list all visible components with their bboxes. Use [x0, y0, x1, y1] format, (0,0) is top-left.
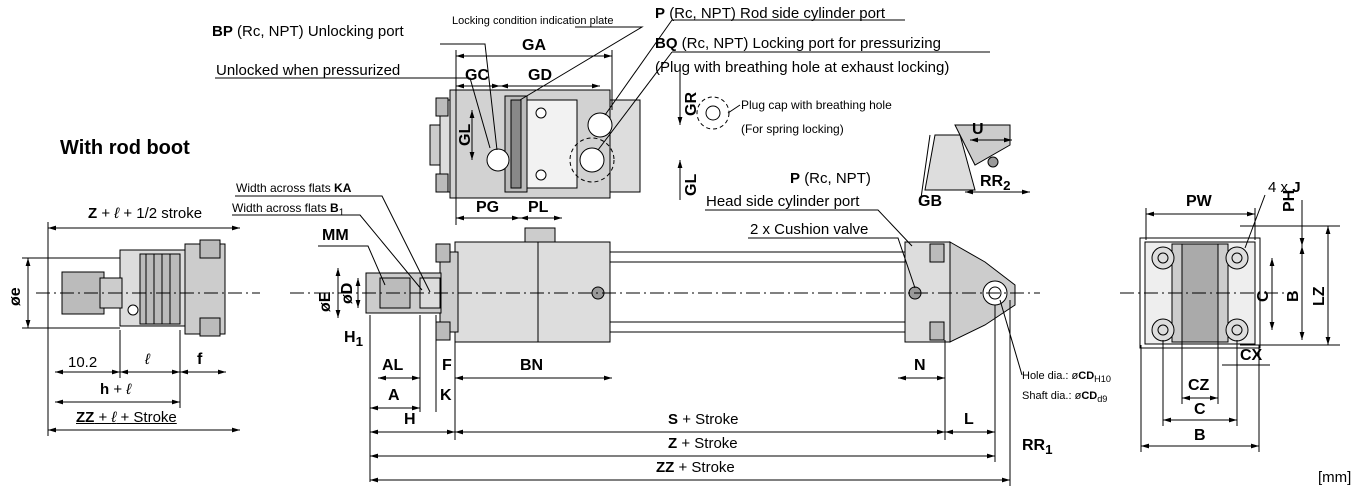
- dim-cz: CZ: [1188, 377, 1210, 394]
- unit-label: [mm]: [1318, 469, 1352, 486]
- shaft-dia-callout: Shaft dia.: øCDd9: [1022, 390, 1108, 405]
- dim-z-stroke: Z + Stroke: [668, 435, 738, 452]
- dim-pl: PL: [528, 199, 549, 216]
- dim-10-2: 10.2: [68, 354, 98, 371]
- cylinder-front-body: [454, 241, 611, 343]
- dim-b-horiz: B: [1194, 427, 1206, 444]
- unlocked-callout: Unlocked when pressurized: [216, 62, 401, 79]
- dim-ell: ℓ: [145, 351, 150, 368]
- dim-h1: H1: [344, 329, 363, 350]
- dim-gr: GR: [683, 92, 700, 116]
- dim-l: L: [964, 411, 974, 428]
- dim-boot-z: Z + ℓ + 1/2 stroke: [88, 205, 203, 222]
- dim-cx: CX: [1240, 347, 1263, 364]
- bp-callout: BP (Rc, NPT) Unlocking port: [212, 23, 404, 40]
- dim-oe: øe: [7, 287, 24, 306]
- plug-breathing-callout: (Plug with breathing hole at exhaust loc…: [655, 59, 950, 76]
- locking-plate-callout: Locking condition indication plate: [452, 15, 614, 27]
- dim-gd: GD: [528, 67, 552, 84]
- dim-gc: GC: [465, 67, 489, 84]
- dim-pw: PW: [1186, 193, 1212, 210]
- dim-u: U: [972, 121, 984, 138]
- ka-callout: Width across flats KA: [236, 181, 352, 195]
- cushion-valve-callout: 2 x Cushion valve: [750, 221, 869, 238]
- dim-ph: PH: [1281, 189, 1298, 212]
- dim-boot-zz: ZZ + ℓ + Stroke: [76, 409, 177, 426]
- rod-port-callout: P (Rc, NPT) Rod side cylinder port: [655, 5, 886, 22]
- b1-callout: Width across flats B1: [232, 201, 345, 219]
- dim-h: H: [404, 411, 416, 428]
- dim-pg: PG: [476, 199, 500, 216]
- dim-a: A: [388, 387, 400, 404]
- dim-od: øD: [339, 282, 356, 304]
- spring-locking-callout: (For spring locking): [741, 122, 844, 136]
- section-title: With rod boot: [60, 137, 190, 159]
- dim-mm: MM: [322, 227, 349, 244]
- head-port-code: P (Rc, NPT): [790, 170, 871, 187]
- bq-callout: BQ (Rc, NPT) Locking port for pressurizi…: [655, 35, 941, 52]
- dim-s-stroke: S + Stroke: [668, 411, 739, 428]
- dim-rr2: RR2: [980, 173, 1011, 194]
- dim-lz: LZ: [1311, 286, 1328, 306]
- dim-gl-2: GL: [683, 173, 700, 196]
- hole-dia-callout: Hole dia.: øCDH10: [1022, 370, 1111, 385]
- dim-n: N: [914, 357, 926, 374]
- dim-al: AL: [382, 357, 404, 374]
- dim-b-vert: B: [1285, 290, 1302, 302]
- dim-rr1: RR1: [1022, 437, 1053, 458]
- dim-oe-main: øE: [317, 291, 334, 312]
- dim-f: f: [197, 351, 203, 368]
- plug-cap-callout: Plug cap with breathing hole: [741, 98, 892, 112]
- dim-c-vert: C: [1255, 290, 1272, 302]
- dim-zz-stroke: ZZ + Stroke: [656, 459, 735, 476]
- head-port-callout: Head side cylinder port: [706, 193, 860, 210]
- dim-gl-1: GL: [457, 123, 474, 146]
- dim-bn: BN: [520, 357, 544, 374]
- dim-c-horiz: C: [1194, 401, 1206, 418]
- dim-h-ell: h + ℓ: [100, 381, 132, 398]
- dim-f-main: F: [442, 357, 452, 374]
- dim-k: K: [440, 387, 452, 404]
- dim-gb: GB: [918, 193, 942, 210]
- dim-ga: GA: [522, 37, 546, 54]
- four-j-callout: 4 x J: [1268, 179, 1301, 196]
